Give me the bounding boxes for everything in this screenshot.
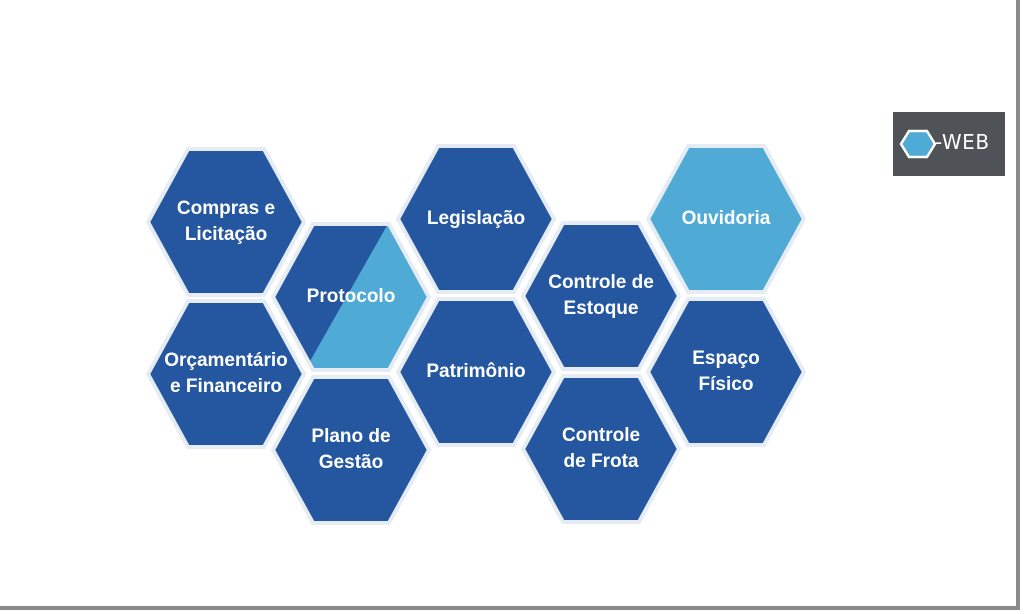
module-ouvidoria[interactable]: Ouvidoria xyxy=(645,144,807,294)
hexagon-shape xyxy=(645,144,807,294)
web-badge: -WEB xyxy=(893,112,1005,176)
hexagon-shape xyxy=(395,144,557,294)
hexagon-shape xyxy=(145,299,307,449)
hexagon-shape xyxy=(395,297,557,447)
hexagon-shape xyxy=(520,374,682,524)
hexagon-shape xyxy=(645,297,807,447)
hexagon-icon xyxy=(899,129,937,159)
hexagon-shape xyxy=(270,222,432,372)
hexagon-shape xyxy=(145,147,307,297)
hexagon-shape xyxy=(520,221,682,371)
badge-text: -WEB xyxy=(935,130,990,154)
hexagon-shape xyxy=(270,375,432,525)
